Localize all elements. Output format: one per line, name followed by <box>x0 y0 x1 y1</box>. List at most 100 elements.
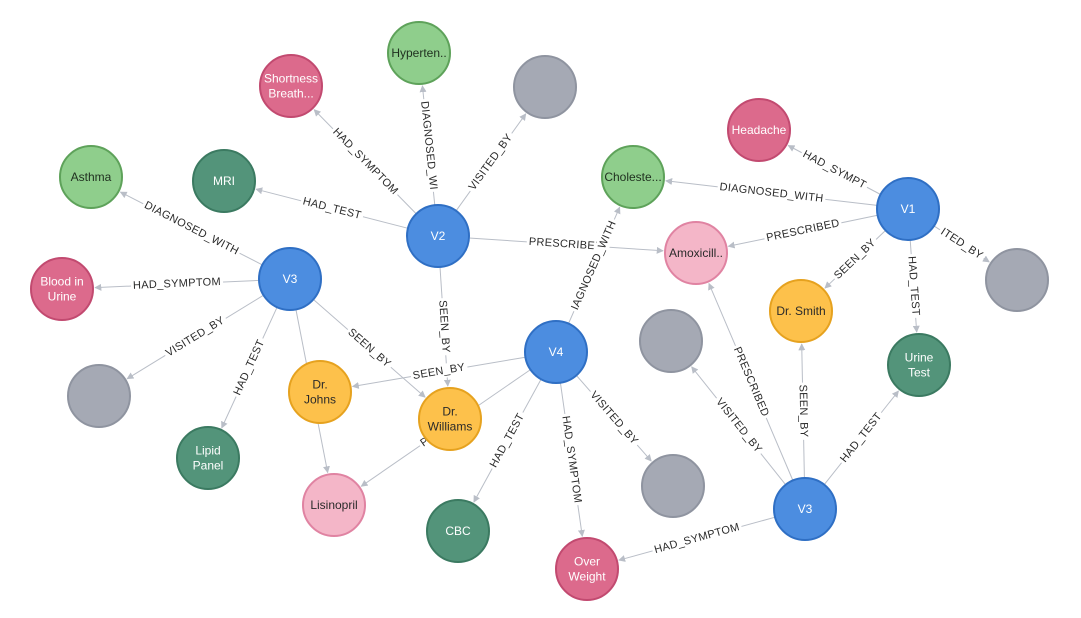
edge-label: PRESCRIBED <box>528 236 603 253</box>
node-v4[interactable]: V4 <box>524 320 588 384</box>
node-dr-johns[interactable]: Dr.Johns <box>288 360 352 424</box>
edge-v3b-urine-test[interactable]: HAD_TEST <box>823 390 899 486</box>
edge-v1-urine-test[interactable]: HAD_TEST <box>904 239 923 333</box>
edge-v2-shortness[interactable]: HAD_SYMPTOM <box>313 109 417 215</box>
node-v1[interactable]: V1 <box>876 177 940 241</box>
edge-label-group: VISITED_BY <box>585 386 643 450</box>
medication-node-circle[interactable] <box>664 221 728 285</box>
edge-label-group: HAD_SYMPTOM <box>328 123 403 200</box>
visit-node-circle[interactable] <box>524 320 588 384</box>
edge-v1-dr-smith[interactable]: SEEN_BY <box>824 230 886 289</box>
edge-label: HAD_SYMPT <box>801 148 868 191</box>
edge-label: DIAGNOSED_WI <box>418 101 439 191</box>
doctor-node-circle[interactable] <box>288 360 352 424</box>
node-patient-right[interactable] <box>985 248 1049 312</box>
edge-v2-patient-top[interactable]: VISITED_BY <box>455 113 527 212</box>
node-shortness[interactable]: ShortnessBreath... <box>259 54 323 118</box>
edge-label: HAD_SYMPTOM <box>653 521 741 556</box>
visit-node-circle[interactable] <box>258 247 322 311</box>
patient-node-circle[interactable] <box>513 55 577 119</box>
condition-node-circle[interactable] <box>601 145 665 209</box>
edge-v4-over-weight[interactable]: HAD_SYMPTOM <box>558 382 585 537</box>
edge-label: VISITED_BY <box>164 314 227 359</box>
edge-label-group: HAD_TEST <box>229 335 269 400</box>
node-patient-top[interactable] <box>513 55 577 119</box>
node-amoxicillin[interactable]: Amoxicill.. <box>664 221 728 285</box>
node-patient-left[interactable] <box>67 364 131 428</box>
node-dr-williams[interactable]: Dr.Williams <box>418 387 482 451</box>
condition-node-circle[interactable] <box>387 21 451 85</box>
edge-v1-amoxicillin[interactable]: PRESCRIBED <box>727 214 878 249</box>
edge-v2-dr-williams[interactable]: SEEN_BY <box>435 266 453 387</box>
edge-v3b-patient-mid[interactable]: VISITED_BY <box>691 366 787 486</box>
visit-node-circle[interactable] <box>406 204 470 268</box>
doctor-node-circle[interactable] <box>769 279 833 343</box>
edge-v3a-lipid-panel[interactable]: HAD_TEST <box>221 306 278 429</box>
edge-label-group: HAD_SYMPT <box>798 146 871 194</box>
symptom-node-circle[interactable] <box>727 98 791 162</box>
edge-label-background <box>716 179 827 207</box>
edge-v2-hypertension[interactable]: DIAGNOSED_WI <box>416 85 441 206</box>
node-hypertension[interactable]: Hyperten.. <box>387 21 451 85</box>
patient-node-circle[interactable] <box>639 309 703 373</box>
edge-v2-mri[interactable]: HAD_TEST <box>255 187 409 229</box>
edge-v3b-over-weight[interactable]: HAD_SYMPTOM <box>618 516 776 562</box>
node-cholesterol[interactable]: Choleste... <box>601 145 665 209</box>
edge-label-group: HAD_TEST <box>904 253 923 319</box>
edge-v4-patient-bottom[interactable]: VISITED_BY <box>576 375 652 462</box>
edge-v3a-blood-urine[interactable]: HAD_SYMPTOM <box>94 274 260 293</box>
patient-node-circle[interactable] <box>985 248 1049 312</box>
node-mri[interactable]: MRI <box>192 149 256 213</box>
edge-v2-amoxicillin[interactable]: PRESCRIBED <box>468 234 664 254</box>
node-headache[interactable]: Headache <box>727 98 791 162</box>
edge-label-background <box>299 193 365 224</box>
node-v2[interactable]: V2 <box>406 204 470 268</box>
symptom-node-circle[interactable] <box>259 54 323 118</box>
doctor-node-circle[interactable] <box>418 387 482 451</box>
edge-v1-cholesterol[interactable]: DIAGNOSED_WITH <box>665 178 878 207</box>
edge-v1-headache[interactable]: HAD_SYMPT <box>787 145 881 195</box>
edge-label-group: HAD_TEST <box>836 408 887 468</box>
node-label: CBC <box>445 524 471 538</box>
medication-node-circle[interactable] <box>302 473 366 537</box>
node-dr-smith[interactable]: Dr. Smith <box>769 279 833 343</box>
node-label: Test <box>908 366 931 380</box>
edge-label-background <box>435 297 453 356</box>
node-asthma[interactable]: Asthma <box>59 145 123 209</box>
edge-v4-cbc[interactable]: HAD_TEST <box>473 378 542 503</box>
symptom-node-circle[interactable] <box>30 257 94 321</box>
visit-node-circle[interactable] <box>773 477 837 541</box>
node-label: Blood in <box>40 275 83 289</box>
edge-label: ITED_BY <box>938 226 985 262</box>
node-label: Choleste... <box>604 170 661 184</box>
edge-label: IAGNOSED_WITH <box>569 219 619 312</box>
edge-v3b-dr-smith[interactable]: SEEN_BY <box>795 343 811 479</box>
edge-v4-cholesterol[interactable]: IAGNOSED_WITH <box>567 206 621 324</box>
edge-v1-patient-right[interactable]: ITED_BY <box>933 223 990 265</box>
node-lisinopril[interactable]: Lisinopril <box>302 473 366 537</box>
edge-label-background <box>585 386 643 450</box>
visit-node-circle[interactable] <box>876 177 940 241</box>
edge-label-group: ITED_BY <box>936 223 988 265</box>
test-node-circle[interactable] <box>192 149 256 213</box>
edge-label-background <box>904 253 923 319</box>
test-node-circle[interactable] <box>426 499 490 563</box>
test-node-circle[interactable] <box>887 333 951 397</box>
patient-node-circle[interactable] <box>67 364 131 428</box>
symptom-node-circle[interactable] <box>555 537 619 601</box>
condition-node-circle[interactable] <box>59 145 123 209</box>
node-patient-mid[interactable] <box>639 309 703 373</box>
node-v3b[interactable]: V3 <box>773 477 837 541</box>
patient-node-circle[interactable] <box>641 454 705 518</box>
node-v3a[interactable]: V3 <box>258 247 322 311</box>
node-patient-bottom[interactable] <box>641 454 705 518</box>
node-label: Urine <box>905 351 934 365</box>
node-cbc[interactable]: CBC <box>426 499 490 563</box>
test-node-circle[interactable] <box>176 426 240 490</box>
edge-label: HAD_SYMPTOM <box>330 126 400 197</box>
edge-label: HAD_SYMPTOM <box>559 415 583 504</box>
